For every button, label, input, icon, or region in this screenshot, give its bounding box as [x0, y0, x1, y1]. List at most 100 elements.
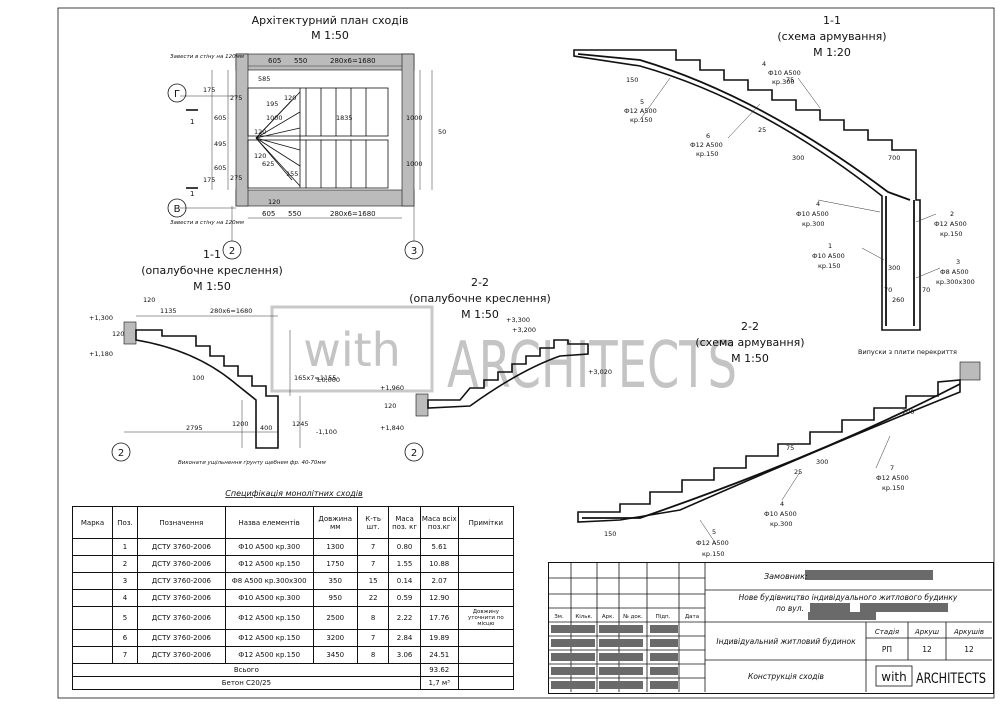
cell: ДСТУ 3760-2006 [136, 572, 226, 590]
sec22r-leaders [699, 435, 891, 545]
cell [457, 589, 515, 607]
plan-wall-bottom [235, 189, 415, 207]
cell: 2.07 [419, 572, 459, 590]
cell: 24.51 [419, 646, 459, 664]
sec11r-c5-step: кр.150 [818, 262, 841, 270]
cell: 8 [356, 646, 390, 664]
cell: 2.22 [388, 606, 421, 630]
sec22r-c1-step: кр.300 [770, 520, 793, 528]
sec11f-level-1180: +1,180 [89, 350, 113, 358]
sec11r-c1-step: кр.300 [772, 78, 795, 86]
axis-3-label: 3 [411, 246, 417, 257]
plan-cut-1a: 1 [190, 118, 194, 126]
sec22r-stair-outline [577, 379, 961, 523]
sec22r-c2-pos: 7 [890, 464, 894, 472]
cell: 7 [112, 646, 138, 664]
cell: 10.88 [419, 555, 459, 573]
sec11f-wall [123, 321, 137, 345]
cell: 2 [112, 555, 138, 573]
cell: 1750 [312, 555, 358, 573]
sec11f-dim-riser: 165x7=1155 [294, 374, 336, 382]
cell: Ф12 А500 кр.150 [224, 555, 314, 573]
spec-h-mark: Марка [71, 506, 114, 539]
sec11f-dim-400: 400 [260, 424, 272, 432]
sec11r-stair-outline [573, 49, 921, 331]
sec11r-c4-pos: 4 [816, 200, 820, 208]
cell [71, 572, 114, 590]
plan-wall-left [235, 53, 249, 207]
sec11f-level-0: ±0,000 [316, 376, 340, 384]
sec11r-c6-pos: 2 [950, 210, 954, 218]
sec11r-dim-260: 260 [892, 296, 904, 304]
axis-v-label: В [174, 204, 181, 215]
cell: 19.89 [419, 629, 459, 647]
sec22f-title: 2-2 [471, 276, 489, 289]
cell: 350 [312, 572, 358, 590]
axis-g-label: Г [174, 89, 180, 100]
watermark-with: with [303, 323, 401, 377]
cell: ДСТУ 3760-2006 [136, 606, 226, 630]
sec22r-title: 2-2 [741, 320, 759, 333]
cell: 0.80 [388, 538, 421, 556]
sec22r-c3-pos: 5 [712, 528, 716, 536]
cell: 950 [312, 589, 358, 607]
sec22r-scale: М 1:50 [731, 352, 769, 365]
sec11f-dim-120a: 120 [143, 296, 155, 304]
cell: 7 [356, 538, 390, 556]
section-1-1-formwork: 1-1 (опалубочне креслення) М 1:50 120 11… [89, 248, 340, 466]
sec22r-dim-700: 700 [902, 408, 914, 416]
plan-dim-120d: 120 [268, 198, 280, 206]
plan-dim-605b: 605 [214, 164, 226, 172]
plan-wall-top [235, 53, 415, 71]
cell: Ф8 А500 кр.300х300 [224, 572, 314, 590]
plan-dim-175a: 175 [203, 86, 215, 94]
sec11f-note: Виконати ущільнення ґрунту щебнем фр. 40… [178, 460, 326, 466]
plan-wall-right [401, 53, 415, 207]
plan-dim-50: 50 [438, 128, 446, 136]
plan-dim-120b: 120 [254, 128, 266, 136]
plan-dim-top-tread: 280x6=1680 [330, 57, 376, 65]
sec11r-dim-300b: 300 [888, 264, 900, 272]
cell: 3 [112, 572, 138, 590]
cell: 6 [112, 629, 138, 647]
cell: Ф10 А500 кр.300 [224, 538, 314, 556]
section-2-2-formwork: 2-2 (опалубочне креслення) М 1:50 +1,960… [380, 276, 612, 462]
cell: 2500 [312, 606, 358, 630]
sec11r-c1-pos: 4 [762, 60, 766, 68]
sec11r-scale: М 1:20 [813, 46, 851, 59]
sec11f-scale: М 1:50 [193, 280, 231, 293]
sec22r-c2-step: кр.150 [882, 484, 905, 492]
sec22f-level-1960: +1,960 [380, 384, 404, 392]
sec11f-dim-100: 100 [192, 374, 204, 382]
sec11r-c7-step: кр.300х300 [936, 278, 975, 286]
cell: 12.90 [419, 589, 459, 607]
axis-v-circle [167, 198, 187, 218]
cell [457, 646, 515, 664]
sec22r-dim-150: 150 [604, 530, 616, 538]
watermark: with ARCHITECTS [270, 305, 737, 403]
title-block [548, 562, 994, 694]
sec22r-dim-25: 25 [794, 468, 802, 476]
sec11r-dim-150: 150 [626, 76, 638, 84]
cell: ДСТУ 3760-2006 [136, 589, 226, 607]
spec-concrete-label: Бетон С20/25 [72, 676, 421, 690]
sec11f-dim-1135: 1135 [160, 307, 177, 315]
cell: 7 [356, 629, 390, 647]
sec11r-c5-pos: 1 [828, 242, 832, 250]
plan-dim-lines [180, 65, 433, 219]
plan-dim-605a: 605 [214, 114, 226, 122]
sec11r-subtitle: (схема армування) [777, 30, 886, 43]
plan-note-top: Завести в стіну на 120мм [170, 54, 244, 60]
sec11r-c2-step: кр.150 [630, 116, 653, 124]
cell: 1.55 [388, 555, 421, 573]
plan-dim-1000a: 1000 [266, 114, 283, 122]
cell: Ф12 А500 кр.150 [224, 606, 314, 630]
spec-title: Специфікація монолітних сходів [225, 489, 363, 498]
plan-dim-top-605: 605 [268, 57, 281, 65]
plan-dim-bottom-550: 550 [288, 210, 301, 218]
sec22f-level-1840: +1,840 [380, 424, 404, 432]
sec22f-axis-label: 2 [411, 448, 417, 459]
sec22f-level-3200: +3,200 [512, 326, 536, 334]
